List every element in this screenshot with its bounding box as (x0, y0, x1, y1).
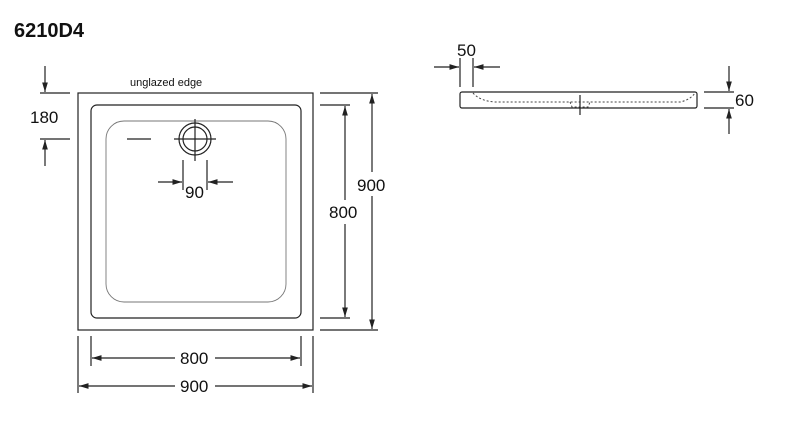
dimension-800-horizontal: 800 (90, 336, 302, 368)
svg-text:90: 90 (185, 183, 204, 202)
tray-outer-edge (77, 92, 314, 331)
product-code-title: 6210D4 (14, 20, 85, 42)
svg-text:900: 900 (180, 377, 208, 396)
tray-profile (459, 91, 698, 109)
svg-text:800: 800 (180, 349, 208, 368)
svg-text:180: 180 (30, 108, 58, 127)
dimension-50: 50 (434, 41, 500, 87)
dimension-900-vertical: 900 (320, 92, 385, 331)
dimension-800-vertical: 800 (320, 104, 357, 319)
drain-icon (127, 119, 216, 161)
dimension-180: 180 (30, 66, 70, 166)
dimension-90: 90 (158, 160, 233, 202)
svg-text:60: 60 (735, 91, 754, 110)
tray-inner-rim (90, 104, 302, 319)
dimension-900-horizontal: 900 (77, 336, 314, 396)
tray-basin (105, 120, 287, 303)
basin-profile (472, 92, 696, 103)
plan-view: unglazed edge 180 90 800 (30, 66, 385, 396)
dimension-60: 60 (704, 66, 754, 134)
svg-text:800: 800 (329, 203, 357, 222)
unglazed-edge-label: unglazed edge (130, 77, 202, 89)
svg-text:50: 50 (457, 41, 476, 60)
side-view: 50 60 (434, 41, 754, 134)
svg-text:900: 900 (357, 176, 385, 195)
